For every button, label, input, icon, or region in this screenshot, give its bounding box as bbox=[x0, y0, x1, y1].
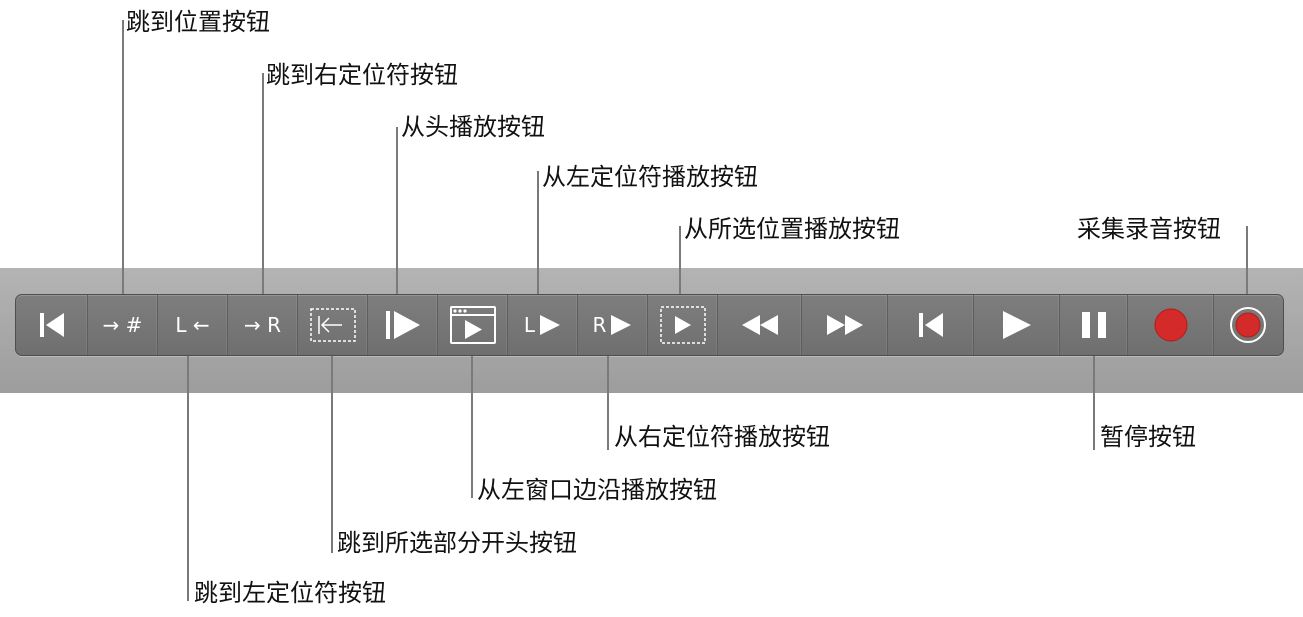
goto-left-locator-button[interactable]: L ← bbox=[158, 295, 228, 355]
go-to-previous-icon bbox=[918, 313, 943, 337]
play-button[interactable] bbox=[974, 295, 1060, 355]
callout-play-from-start: 从头播放按钮 bbox=[401, 113, 545, 141]
play-from-start-button[interactable] bbox=[368, 295, 438, 355]
play-from-right-locator-button[interactable]: R bbox=[578, 295, 648, 355]
callout-line-play-from-right-locator bbox=[607, 356, 609, 450]
callout-play-from-left-locator: 从左定位符播放按钮 bbox=[542, 163, 758, 191]
callout-goto-left-locator: 跳到左定位符按钮 bbox=[194, 579, 386, 607]
goto-selection-start-button[interactable] bbox=[298, 295, 368, 355]
callout-goto-position: 跳到位置按钮 bbox=[126, 8, 270, 36]
goto-right-locator-icon: → R bbox=[243, 313, 281, 337]
play-from-window-edge-button[interactable] bbox=[438, 295, 508, 355]
play-from-right-locator-icon bbox=[611, 315, 632, 335]
fast-forward-button[interactable] bbox=[802, 295, 888, 355]
callout-line-goto-left-locator bbox=[187, 356, 189, 601]
goto-right-locator-button[interactable]: → R bbox=[228, 295, 298, 355]
callout-line-play-from-selection bbox=[679, 226, 681, 294]
record-button[interactable] bbox=[1128, 295, 1214, 355]
rewind-icon bbox=[741, 315, 778, 335]
play-from-selection-icon bbox=[659, 306, 706, 344]
play-from-left-locator-icon bbox=[540, 315, 561, 335]
play-from-right-locator-letter: R bbox=[592, 313, 607, 337]
callout-play-from-left-window-edge: 从左窗口边沿播放按钮 bbox=[477, 476, 717, 504]
record-icon bbox=[1154, 308, 1187, 342]
goto-position-icon: → # bbox=[102, 313, 143, 337]
capture-recording-icon bbox=[1230, 307, 1266, 343]
go-to-beginning-icon bbox=[39, 313, 64, 337]
fast-forward-icon bbox=[826, 315, 863, 335]
callout-line-goto-position bbox=[122, 20, 124, 294]
rewind-button[interactable] bbox=[718, 295, 802, 355]
goto-left-locator-icon: L ← bbox=[175, 313, 210, 337]
callout-line-play-from-window-edge bbox=[471, 356, 473, 498]
callout-goto-selection-start: 跳到所选部分开头按钮 bbox=[337, 529, 577, 557]
callout-line-play-from-start bbox=[396, 127, 398, 294]
play-from-window-edge-icon bbox=[449, 306, 496, 344]
goto-selection-start-icon bbox=[309, 308, 356, 342]
play-from-left-locator-button[interactable]: L bbox=[508, 295, 578, 355]
callout-line-capture-recording bbox=[1246, 226, 1248, 294]
play-from-left-locator-letter: L bbox=[523, 313, 536, 337]
callout-line-goto-selection-start bbox=[331, 356, 333, 553]
transport-control-bar: → # L ← → R L bbox=[15, 294, 1284, 356]
callout-play-from-selected-position: 从所选位置播放按钮 bbox=[684, 215, 900, 243]
play-from-selection-button[interactable] bbox=[648, 295, 718, 355]
goto-position-button[interactable]: → # bbox=[88, 295, 158, 355]
capture-recording-button[interactable] bbox=[1214, 295, 1282, 355]
callout-goto-right-locator: 跳到右定位符按钮 bbox=[266, 61, 458, 89]
callout-line-play-from-left-locator bbox=[537, 171, 539, 294]
pause-button[interactable] bbox=[1060, 295, 1128, 355]
go-to-previous-button[interactable] bbox=[888, 295, 974, 355]
callout-pause: 暂停按钮 bbox=[1100, 423, 1196, 451]
callout-capture-recording: 采集录音按钮 bbox=[1077, 215, 1221, 243]
go-to-beginning-button[interactable] bbox=[16, 295, 88, 355]
play-from-start-icon bbox=[385, 311, 420, 339]
callout-play-from-right-locator: 从右定位符播放按钮 bbox=[614, 423, 830, 451]
pause-icon bbox=[1081, 312, 1106, 338]
callout-line-goto-right-locator bbox=[262, 73, 264, 294]
callout-line-pause bbox=[1093, 356, 1095, 450]
play-icon bbox=[1002, 311, 1031, 339]
